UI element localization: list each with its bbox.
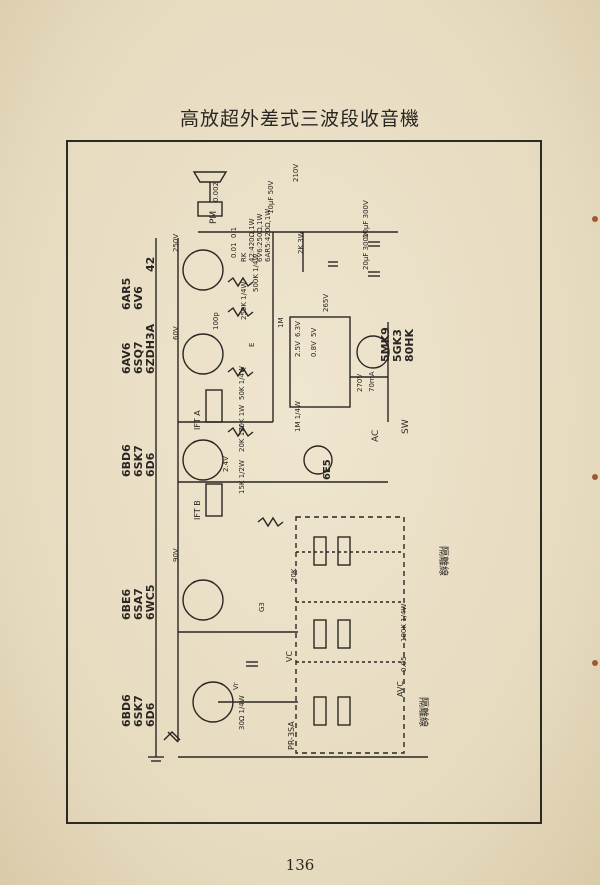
rectifier-label-2: 5GK3 [391,329,404,362]
component-value-label: 500K 1/4W [252,254,260,292]
component-value-label: K [240,367,248,372]
component-value-label: 2K 3W [297,231,305,254]
component-value-label: 20μF 300V [362,232,370,270]
tube-label-if-2: 6SK7 [132,445,145,477]
tube-label-if-3: 6BD6 [120,444,133,477]
tube-label-output: 42 [144,257,157,272]
tube-label-output-3: 6AR5 [120,278,133,310]
vc-label: VC [285,651,294,662]
component-value-label: Vr [232,682,240,690]
component-value-label: 2.4V [222,456,230,472]
tube-label-detector-3: 6AV6 [120,342,133,374]
avc-label: AVC [396,681,405,697]
component-value-label: 20μF 300V [362,200,370,238]
component-value-label: 1M 1/4W [294,401,302,432]
component-value-label: 0.8V [310,341,318,357]
component-value-label: 10μF 50V [267,180,275,214]
component-value-label: 30K 1W [238,405,246,432]
binding-hole-middle [592,474,598,480]
tube-label-if-1: 6D6 [144,452,157,477]
component-value-label: E [248,343,256,347]
component-value-label: 0.05 [400,656,408,672]
component-value-label: 70mA [368,371,376,392]
ift-a-label: IFT A [193,410,202,430]
page-number: 136 [285,856,315,874]
component-value-label: 250V [172,234,180,252]
component-value-label: 250K 1/4W [240,282,248,320]
rk-line-3: 6AR5:420Ω,1W [264,209,272,262]
component-value-label: 15K 1/2W [238,460,246,494]
component-value-label: 0.01 [230,242,238,258]
component-value-label: 20K 1W [238,425,246,452]
tube-label-mixer-1: 6WC5 [144,584,157,620]
component-value-label: 0.1 [230,227,238,238]
rectifier-label-3: 5MK9 [379,327,392,362]
tube-label-rf-3: 6BD6 [120,694,133,727]
component-value-label: 50K 1/4W [238,366,246,400]
ac-label: AC [371,430,381,442]
pr-label: PR-3SA [287,721,296,750]
binding-hole-bottom [592,660,598,666]
tube-label-detector-2: 6SQ7 [132,341,145,374]
tuning-tube-label: 6E5 [322,459,333,480]
rk-label: RK [240,252,248,262]
component-value-label: 6.3V [294,321,302,337]
ift-b-label: IFT B [193,500,202,520]
component-value-label: 0.002 [212,182,220,202]
component-value-label: 60V [172,326,180,340]
shield-label-top: 隔離線 [437,546,450,576]
component-value-label: G3 [258,602,266,612]
pm-label: PM [209,211,219,224]
component-value-label: 1M [277,318,285,329]
circuit-schematic: 42 6V6 6AR5 6ZDH3A 6SQ7 6AV6 6D6 6SK7 6B… [120,164,450,762]
rk-line-2: 6V6:250Ω,1W [256,214,264,262]
page-title: 高放超外差式三波段收音機 [179,108,420,130]
tube-label-mixer-2: 6SA7 [132,588,145,620]
component-value-label: 210V [292,164,300,182]
component-value-label: 20K [290,568,298,582]
tube-label-output-2: 6V6 [132,286,145,310]
component-value-label: 100p [212,312,220,330]
component-value-label: 90V [172,548,180,562]
shield-label-bottom: 隔離線 [417,697,430,727]
tube-label-detector-1: 6ZDH3A [144,323,157,374]
rk-line-1: 42:420Ω,1W [248,218,256,262]
switch-label: SW [401,419,411,434]
tube-label-rf-1: 6D6 [144,702,157,727]
tube-label-mixer-3: 6BE6 [120,588,133,620]
component-value-label: 5V [310,328,318,337]
component-value-label: 30Ω 1/4W [238,695,246,730]
binding-hole-top [592,216,598,222]
tube-label-rf-2: 6SK7 [132,695,145,727]
component-labels: 0.002 10μF 50V 0.1 0.01 500K 1/4W 250K 1/4W 10… [172,164,408,730]
rectifier-label-1: 80HK [403,328,416,362]
schematic-frame [66,140,542,824]
component-value-label: 265V [322,294,330,312]
component-value-label: 270V [356,374,364,392]
component-value-label: 100K 1/4W [400,604,408,642]
component-value-label: 2.5V [294,341,302,357]
